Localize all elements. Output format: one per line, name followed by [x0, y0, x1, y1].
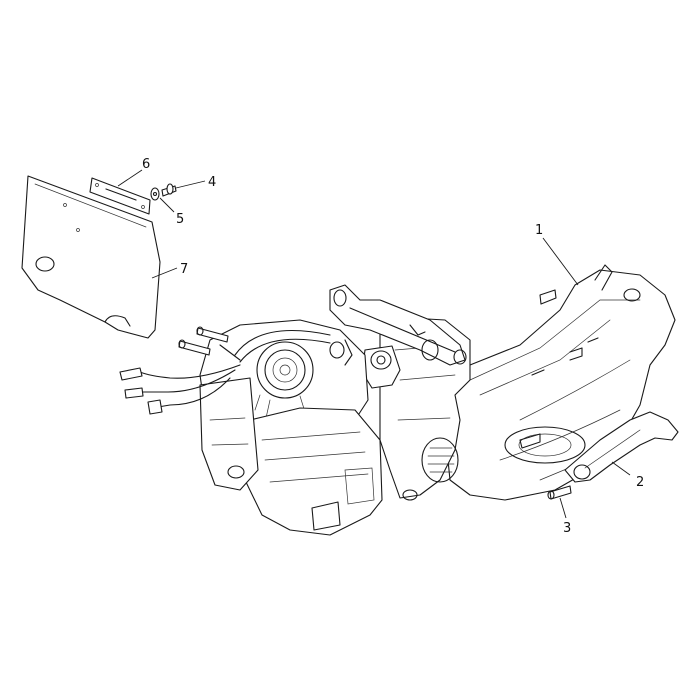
lever-screw-3: [547, 485, 572, 500]
wiring-harness: [119, 344, 241, 415]
callout-7: 7: [180, 262, 188, 277]
leader-lines: [117, 169, 631, 519]
callout-3: 3: [563, 521, 571, 536]
screw-4-washer-5: [150, 183, 177, 201]
mounting-bolts: [178, 326, 229, 356]
bracket-6: [89, 177, 151, 215]
callout-1: 1: [535, 223, 543, 238]
engine-assembly-1: [199, 264, 676, 536]
callout-2: 2: [636, 475, 644, 490]
callout-5: 5: [176, 212, 184, 227]
callout-6: 6: [142, 157, 150, 172]
callout-4: 4: [208, 175, 216, 190]
callouts: 1 2 3 4 5 6 7: [142, 157, 644, 536]
kickstart-lever-2: [519, 411, 679, 483]
cover-plate-7: [21, 175, 161, 339]
